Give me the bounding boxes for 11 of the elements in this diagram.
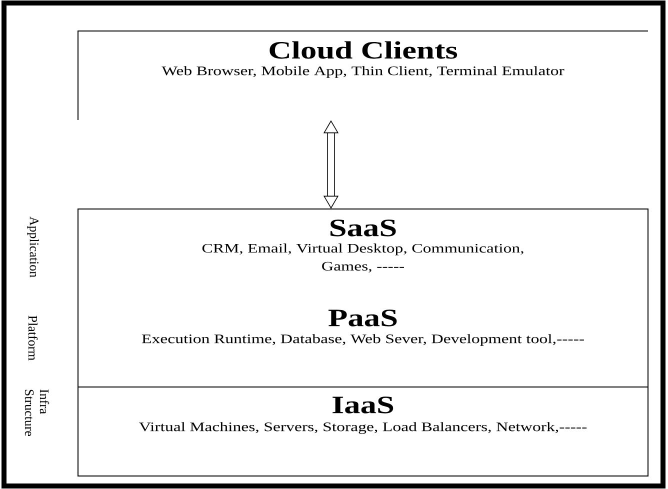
side-label: Platform xyxy=(28,316,38,360)
layer-title: PaaS xyxy=(328,310,397,326)
side-label: Application xyxy=(27,216,39,278)
layer-description: Virtual Machines, Servers, Storage, Load Balancers, Network,----- xyxy=(139,422,587,434)
layer-title: Cloud Clients xyxy=(270,41,458,59)
layer-title: SaaS xyxy=(330,220,396,236)
side-label: Infra Structure xyxy=(24,389,50,436)
layer-title: IaaS xyxy=(332,396,394,414)
layer-description: Web Browser, Mobile App, Thin Client, Terminal Emulator xyxy=(162,66,564,78)
layer-description: Execution Runtime, Database, Web Sever, Development tool,----- xyxy=(142,334,584,346)
layer-description: CRM, Email, Virtual Desktop, Communication, Games, ----- xyxy=(202,244,524,272)
